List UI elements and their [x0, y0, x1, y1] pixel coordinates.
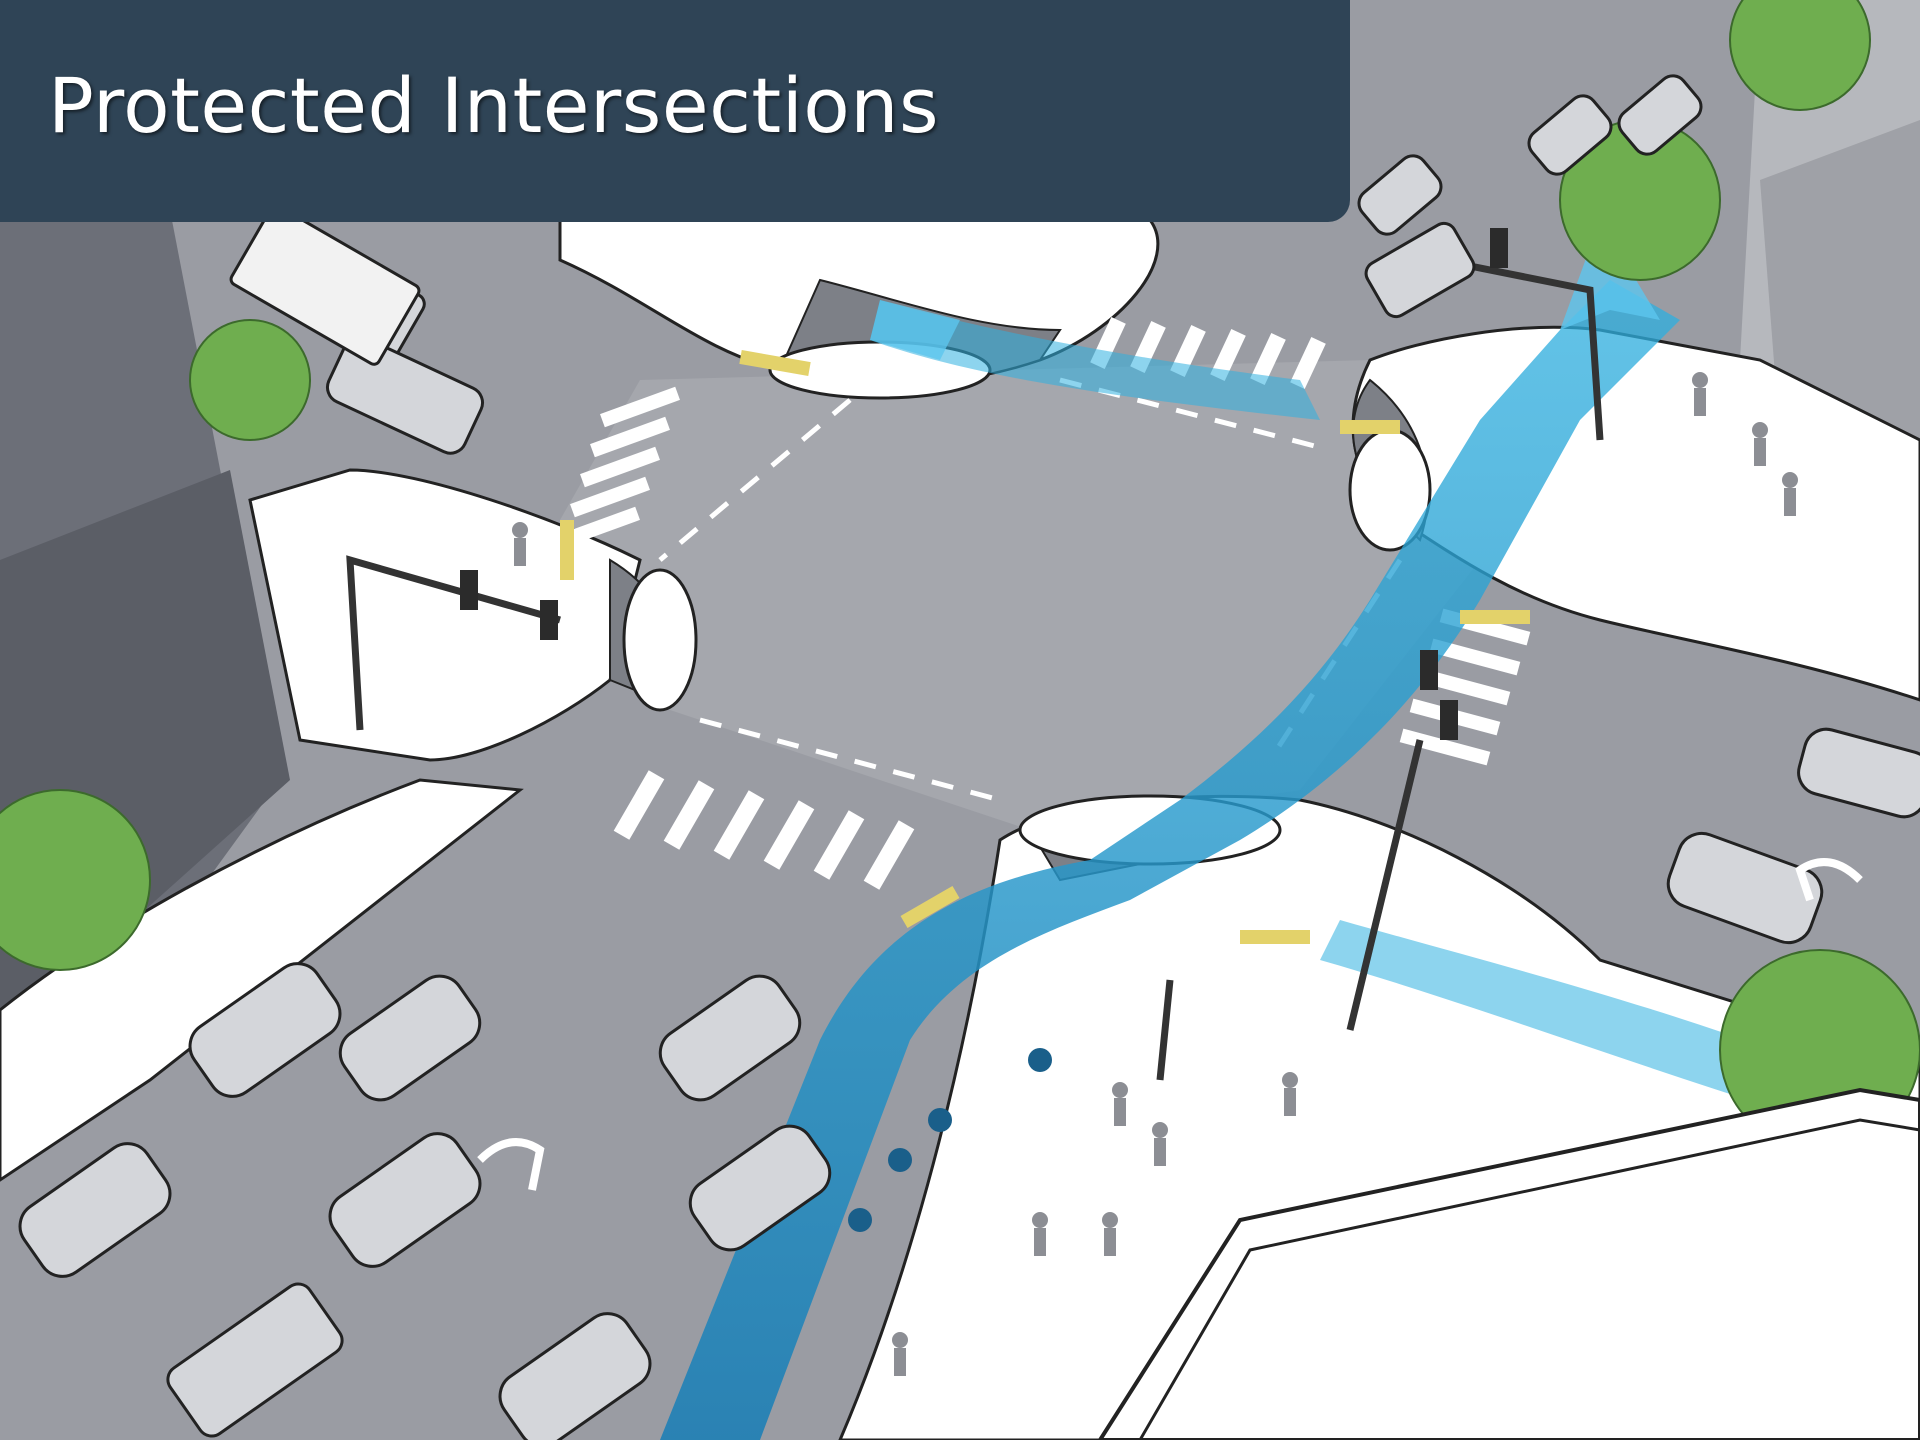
traffic-signal-poles [346, 256, 1604, 1081]
turn-arrow-left-lane [477, 1138, 545, 1191]
bike-lane-branch-west [870, 300, 1320, 420]
protected-bike-lane [660, 280, 1680, 1440]
bike-arrow-west [870, 300, 960, 360]
crosswalk-south [613, 770, 915, 890]
refuge-island-left [622, 568, 698, 712]
intersection-box [560, 360, 1480, 830]
page-title: Protected Intersections [48, 61, 940, 150]
crosswalk-west [560, 386, 680, 548]
title-banner: Protected Intersections [0, 0, 1350, 222]
turn-arrow-right-lane [1795, 858, 1863, 902]
cyclists [848, 1048, 1052, 1232]
pedestrians [512, 372, 1798, 1376]
truck-top-left [229, 204, 421, 366]
building-parapet [1138, 1118, 1920, 1440]
traffic-signal-heads [460, 228, 1508, 740]
building-bottom-right [1097, 1087, 1920, 1440]
tactile-warning-strips [560, 350, 1530, 944]
